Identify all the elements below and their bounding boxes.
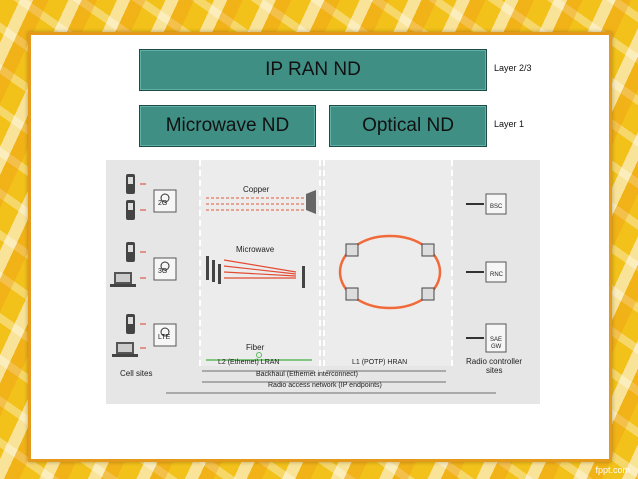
microwave-receiver-icon bbox=[302, 266, 305, 288]
optical-ring bbox=[338, 234, 442, 310]
base-station-lte-icon bbox=[153, 323, 177, 347]
brand-watermark: fppt.com bbox=[595, 465, 630, 475]
microwave-nd-box: Microwave ND bbox=[139, 105, 316, 147]
optical-nd-label: Optical ND bbox=[362, 115, 454, 136]
bsc-icon bbox=[466, 193, 507, 215]
gw-label: GW bbox=[491, 344, 502, 350]
cell-3g-label: 3G bbox=[158, 268, 168, 275]
slide-canvas: IP RAN ND Layer 2/3 Microwave ND Optical… bbox=[28, 32, 612, 462]
microwave-link-label: Microwave bbox=[236, 245, 275, 254]
layer-2-3-label: Layer 2/3 bbox=[494, 63, 532, 73]
backhaul-label: Backhaul (Ethernet interconnect) bbox=[256, 371, 358, 378]
laptop-icon bbox=[110, 272, 136, 287]
base-station-3g-icon bbox=[153, 257, 177, 281]
phone-icon bbox=[126, 174, 135, 194]
cell-2g-label: 2G bbox=[158, 200, 168, 207]
sae-gw-icon bbox=[466, 323, 507, 353]
copper-endpoint-icon bbox=[306, 190, 316, 214]
hran-label: L1 (POTP) HRAN bbox=[352, 359, 408, 366]
optical-nd-box: Optical ND bbox=[329, 105, 487, 147]
microwave-nd-label: Microwave ND bbox=[165, 115, 290, 136]
rnc-label: RNC bbox=[490, 272, 503, 278]
span-arrows bbox=[166, 370, 496, 394]
fiber-label: Fiber bbox=[246, 343, 265, 352]
lran-lane bbox=[199, 160, 321, 366]
layer-1-label: Layer 1 bbox=[494, 119, 525, 129]
laptop-icon bbox=[112, 342, 138, 357]
lran-label: L2 (Ethernet) LRAN bbox=[218, 359, 280, 366]
ran-diagram: Copper Microwave Fiber 2G 3G LTE Cell si… bbox=[106, 160, 540, 404]
sae-label: SAE bbox=[490, 337, 503, 343]
phone-icon bbox=[126, 314, 135, 334]
phone-icon bbox=[126, 200, 135, 220]
base-station-2g-icon bbox=[153, 189, 177, 213]
ran-label: Radio access network (IP endpoints) bbox=[268, 382, 382, 389]
bsc-label: BSC bbox=[490, 204, 503, 210]
microwave-antenna-icon bbox=[206, 256, 221, 284]
hran-lane bbox=[323, 160, 453, 366]
ip-ran-nd-label: IP RAN ND bbox=[265, 59, 361, 80]
cell-sites-label: Cell sites bbox=[120, 369, 153, 378]
copper-label: Copper bbox=[243, 185, 270, 194]
microwave-beams bbox=[223, 259, 297, 279]
copper-lines bbox=[206, 197, 306, 211]
ip-ran-nd-box: IP RAN ND bbox=[139, 49, 487, 91]
optical-node-icon bbox=[345, 243, 435, 301]
cell-lte-label: LTE bbox=[158, 334, 171, 341]
radio-sites-label: sites bbox=[486, 366, 503, 375]
diagram-graphics bbox=[110, 174, 507, 394]
signal-waves bbox=[140, 183, 146, 349]
fiber-node bbox=[256, 352, 262, 358]
phone-icon bbox=[126, 242, 135, 262]
radio-controller-label: Radio controller bbox=[466, 357, 523, 366]
rnc-icon bbox=[466, 261, 507, 283]
